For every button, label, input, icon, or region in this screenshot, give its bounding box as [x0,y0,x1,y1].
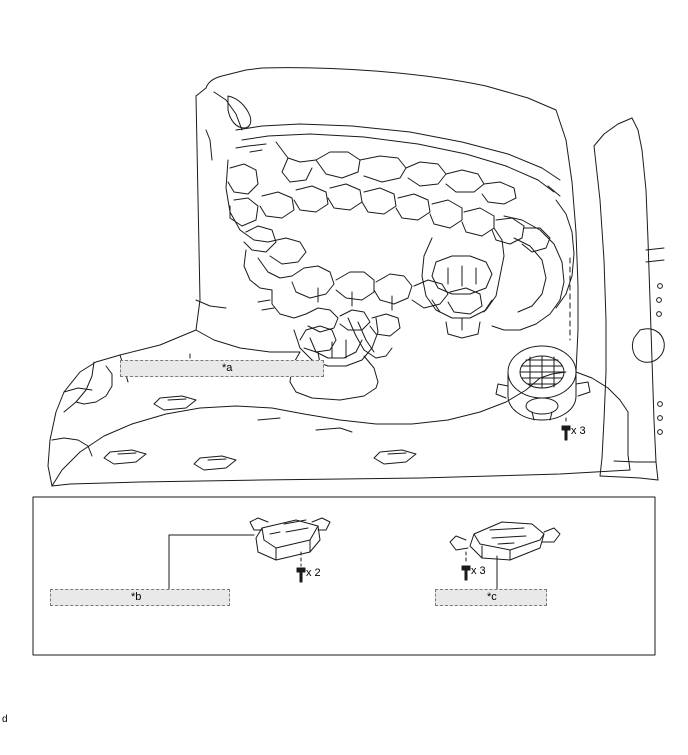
a-pillar [205,91,252,161]
floor-carpet [51,329,567,487]
center-console [289,317,379,401]
ac-amplifier [249,517,331,561]
body-shell-outline [47,67,665,487]
callout-box-a [120,360,324,377]
amplifier-bolt [296,551,306,583]
qty-label-ecu-bolts: x 3 [471,565,486,577]
callout-box-b [50,589,230,606]
leader-line-amplifier [168,534,255,597]
blower-bolt [561,417,571,441]
hvac-unit [421,227,505,339]
qty-label-amplifier-bolts: x 2 [306,567,321,579]
ecu-unit [449,521,561,561]
callout-box-c [435,589,547,606]
blower-motor-assembly [495,345,591,421]
figure-footnote: d [2,714,8,725]
lower-panel-frame [32,496,656,656]
dash-duct-cluster [225,159,551,359]
callout-label-a: *a [222,362,233,374]
instrument-panel-upper [235,123,561,205]
callout-label-c: *c [487,591,497,603]
callout-label-b: *b [131,591,142,603]
lower-panel-right [491,185,575,331]
ecu-bolt [461,551,471,581]
qty-label-blower-bolts: x 3 [571,425,586,437]
